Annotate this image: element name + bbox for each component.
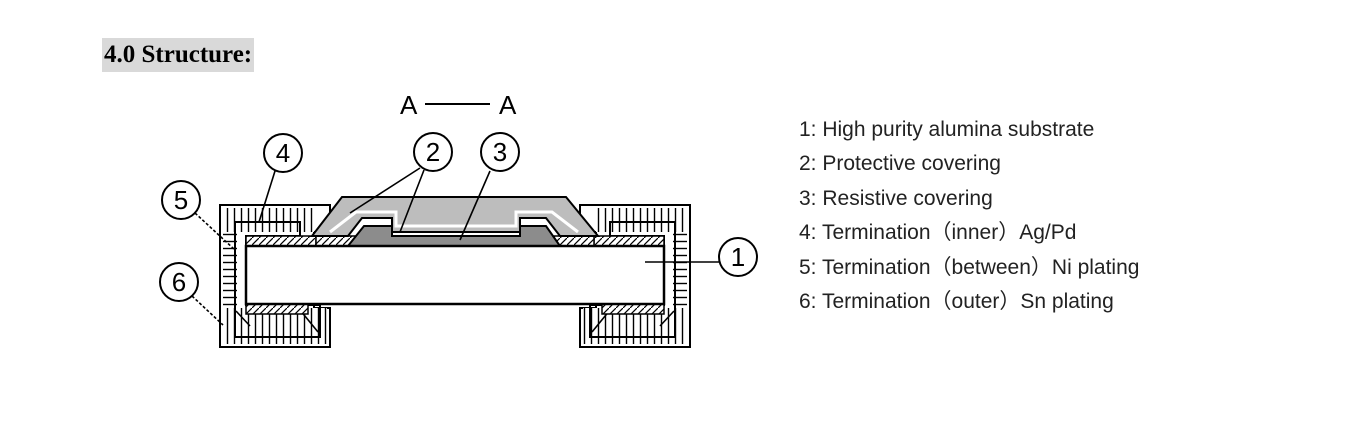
callout-3: 3: [459, 132, 520, 241]
left-termination: [219, 204, 331, 348]
callout-5-leader: [194, 212, 236, 251]
alumina-substrate: [244, 244, 666, 306]
left-outer-plating-top: [223, 208, 314, 232]
section-title: 4.0 Structure:: [102, 38, 255, 72]
legend-item-6: 6: Termination（outer）Sn plating: [799, 290, 1114, 314]
resistive-covering: [345, 225, 562, 247]
protective-covering: [309, 196, 601, 237]
callout-4: 4: [258, 133, 303, 223]
callout-2: 2: [349, 132, 453, 233]
callout-2-leader-a: [349, 167, 421, 214]
legend-item-2: 2: Protective covering: [799, 152, 1001, 176]
section-label-right: A: [499, 90, 517, 120]
callout-2-label: 2: [426, 137, 440, 167]
callout-5-label: 5: [174, 185, 188, 215]
callout-4-leader: [258, 170, 276, 223]
callout-6-leader: [191, 295, 224, 326]
resistor-cross-section-diagram: A A 1 2: [159, 90, 758, 348]
callout-5: 5: [161, 180, 236, 251]
right-outer-plating-side: [673, 232, 687, 308]
right-inner-termination-bottom: [601, 303, 665, 315]
legend-item-5: 5: Termination（between）Ni plating: [799, 255, 1140, 279]
callout-2-leader-b: [399, 169, 425, 233]
left-inner-termination-top: [245, 235, 317, 247]
right-inner-termination-top: [593, 235, 665, 247]
legend-item-4: 4: Termination（inner）Ag/Pd: [799, 221, 1077, 245]
callout-3-leader: [459, 170, 491, 241]
callout-3-label: 3: [493, 137, 507, 167]
legend-item-3: 3: Resistive covering: [799, 186, 993, 210]
callout-6: 6: [159, 262, 224, 326]
callout-1: 1: [645, 237, 758, 277]
legend-list: 1: High purity alumina substrate 2: Prot…: [799, 113, 1139, 319]
callout-6-label: 6: [172, 267, 186, 297]
section-label: A A: [400, 90, 517, 120]
left-inner-termination-bottom: [245, 303, 309, 315]
callout-1-label: 1: [731, 242, 745, 272]
left-outer-plating-side: [223, 232, 237, 308]
section-label-left: A: [400, 90, 418, 120]
legend-item-1: 1: High purity alumina substrate: [799, 118, 1095, 141]
right-outer-plating-top: [596, 208, 687, 232]
callout-4-label: 4: [276, 138, 290, 168]
protective-inner-contour: [329, 210, 579, 234]
